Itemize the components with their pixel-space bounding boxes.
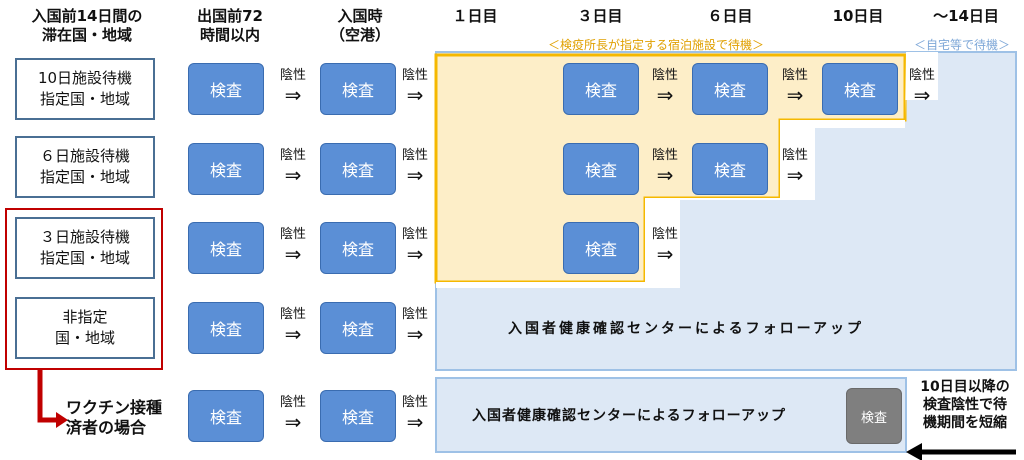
header-pre-departure: 出国前72 時間以内 [197,7,263,44]
test-button: 検査 [188,390,264,442]
test-button: 検査 [188,63,264,115]
test-button-gray: 検査 [846,388,902,444]
header-day1: １日目 [452,7,498,25]
highlight-frame [5,208,163,370]
negative-label: 陰性⇒ [401,227,428,266]
vaccinated-follow-up-label: 入国者健康確認センターによるフォローアップ [472,408,787,424]
test-button: 検査 [822,63,898,115]
header-day10: 10日目 [832,7,884,25]
test-button: 検査 [188,143,264,195]
header-on-arrival: 入国時 （空港） [329,7,390,44]
test-button: 検査 [188,302,264,354]
country-6day: ６日施設待機 指定国・地域 [15,136,155,198]
negative-label: 陰性⇒ [401,395,428,434]
header-day3: ３日目 [577,7,623,25]
negative-label: 陰性⇒ [279,395,306,434]
shorten-arrow-icon [906,443,922,460]
negative-label: 陰性⇒ [651,148,678,187]
negative-label: 陰性⇒ [781,68,808,107]
negative-label: 陰性⇒ [279,68,306,107]
vaccinated-label: ワクチン接種 済者の場合 [66,398,163,437]
header-day6: ６日目 [707,7,753,25]
red-arrow-icon [37,370,58,423]
negative-label: 陰性⇒ [401,148,428,187]
shorten-label: 10日目以降の 検査陰性で待 機期間を短縮 [920,379,1010,431]
facility-wait-note: ＜検疫所長が指定する宿泊施設で待機＞ [548,38,765,52]
test-button: 検査 [692,63,768,115]
home-wait-note: ＜自宅等で待機＞ [914,38,1011,52]
country-non-designated: 非指定 国・地域 [15,297,155,359]
test-button: 検査 [320,143,396,195]
country-10day: 10日施設待機 指定国・地域 [15,58,155,120]
negative-label: 陰性⇒ [279,148,306,187]
negative-label: 陰性⇒ [401,307,428,346]
test-button: 検査 [563,63,639,115]
negative-label: 陰性⇒ [279,227,306,266]
vaccinated-follow-region [435,377,907,453]
test-button: 検査 [563,143,639,195]
country-3day: ３日施設待機 指定国・地域 [15,217,155,279]
test-button: 検査 [692,143,768,195]
header-stay-country: 入国前14日間の 滞在国・地域 [31,7,143,44]
negative-label: 陰性⇒ [651,68,678,107]
test-button: 検査 [320,222,396,274]
follow-up-label: 入国者健康確認センターによるフォローアップ [508,321,865,337]
test-button: 検査 [320,63,396,115]
negative-label: 陰性⇒ [651,227,678,266]
test-button: 検査 [320,302,396,354]
test-button: 検査 [320,390,396,442]
negative-label: 陰性⇒ [401,68,428,107]
test-button: 検査 [563,222,639,274]
negative-label: 陰性⇒ [279,307,306,346]
test-button: 検査 [188,222,264,274]
negative-label: 陰性⇒ [908,68,935,107]
header-day14: ～14日目 [933,7,999,25]
negative-label: 陰性⇒ [781,148,808,187]
